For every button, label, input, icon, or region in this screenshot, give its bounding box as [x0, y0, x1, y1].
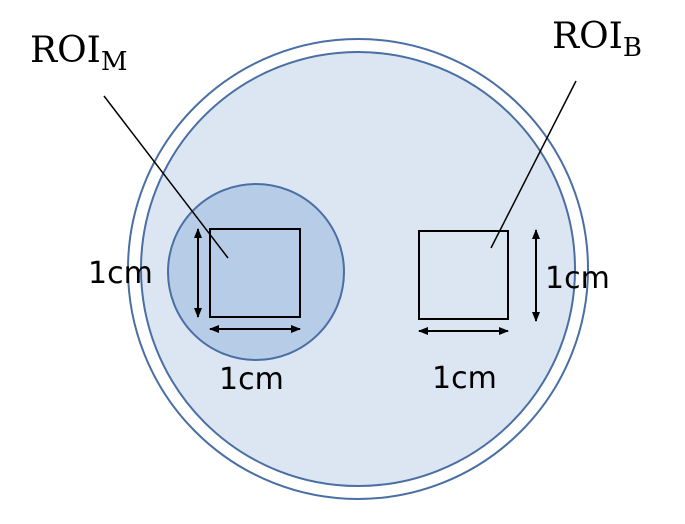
roi-b-label-subscript: B [623, 33, 642, 63]
roi-b-vertical-dimension-label: 1cm [545, 261, 610, 296]
roi-m-label: ROIM [30, 30, 127, 77]
roi-m-square [209, 228, 301, 318]
roi-m-horizontal-dimension-label: 1cm [219, 362, 284, 397]
roi-b-label-main: ROI [552, 16, 623, 57]
roi-m-leader-line [103, 95, 229, 259]
roi-m-label-main: ROI [30, 30, 101, 71]
insert-circle [167, 183, 345, 361]
roi-b-leader-line [490, 80, 577, 249]
phantom-body [140, 51, 576, 487]
roi-m-label-subscript: M [101, 47, 128, 77]
roi-b-label: ROIB [552, 16, 642, 63]
roi-b-horizontal-dimension-label: 1cm [432, 361, 497, 396]
roi-b-square [418, 230, 509, 320]
roi-m-vertical-dimension-label: 1cm [88, 256, 153, 291]
